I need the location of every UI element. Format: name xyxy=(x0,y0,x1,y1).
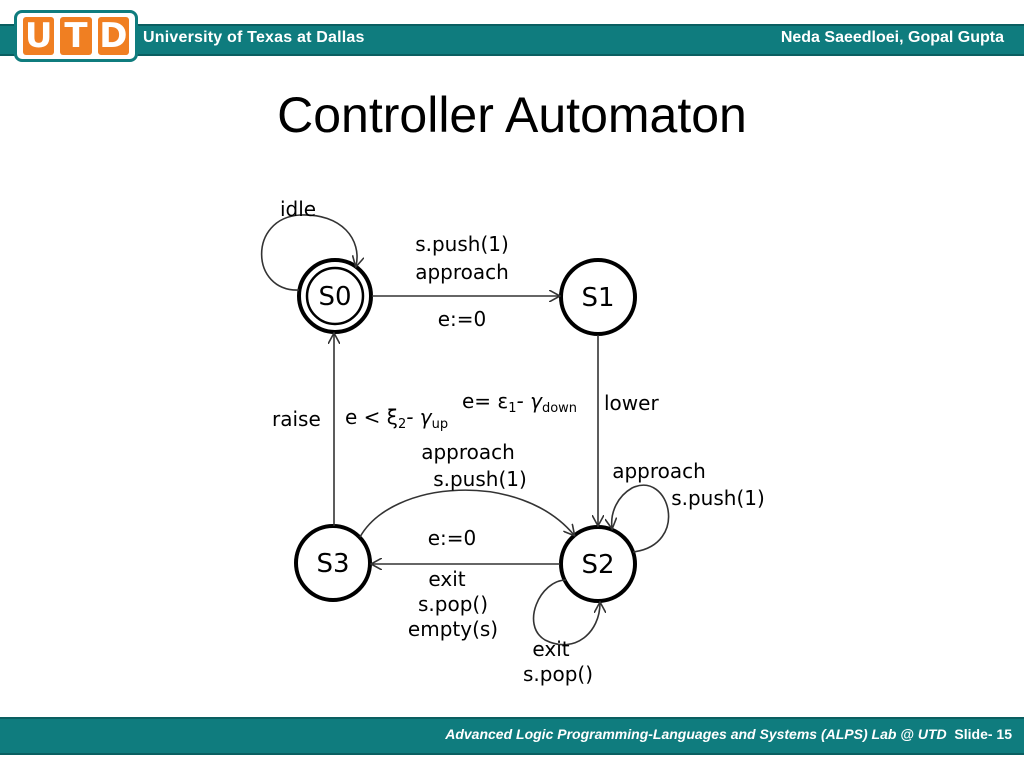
label-idle: idle xyxy=(280,197,316,221)
label-s2-loop-pop: s.pop() xyxy=(523,662,593,686)
label-s0-s1-reset: e:=0 xyxy=(438,307,487,331)
logo-letter-d: D xyxy=(97,16,129,56)
label-s1-s2-guard: e= ε1- γdown xyxy=(462,389,577,416)
label-s1-s2-action: lower xyxy=(604,391,659,415)
edge-s3-s2 xyxy=(359,489,574,538)
state-s3-label: S3 xyxy=(316,549,349,579)
logo-letter-t: T xyxy=(60,17,92,55)
edge-s2-self-loop-approach xyxy=(612,484,670,553)
state-s2-label: S2 xyxy=(581,550,614,580)
label-s2-s3-reset: e:=0 xyxy=(428,526,477,550)
utd-logo: U T D xyxy=(14,10,138,62)
footer-lab: Advanced Logic Programming-Languages and… xyxy=(445,726,947,742)
slide-number: Slide- 15 xyxy=(954,726,1012,742)
label-s2-s3-empty: empty(s) xyxy=(408,617,498,641)
slide-title: Controller Automaton xyxy=(277,87,747,143)
university-name: University of Texas at Dallas xyxy=(143,29,365,46)
label-s2-s3-exit: exit xyxy=(428,567,465,591)
label-s3-s2-approach: approach xyxy=(421,440,515,464)
logo-letter-u: U xyxy=(23,16,55,56)
label-s3-s0-action: raise xyxy=(272,407,321,431)
header-bar xyxy=(0,24,1024,56)
label-s3-s2-push: s.push(1) xyxy=(433,467,527,491)
label-s2-self-approach: approach xyxy=(612,459,706,483)
label-s2-self-push: s.push(1) xyxy=(671,486,765,510)
state-s0-label: S0 xyxy=(318,282,351,312)
authors: Neda Saeedloei, Gopal Gupta xyxy=(780,29,1004,46)
label-s2-s3-pop: s.pop() xyxy=(418,592,488,616)
label-s3-s0-guard: e < ξ2- γup xyxy=(345,405,448,432)
state-s3: S3 xyxy=(294,524,372,602)
state-s2: S2 xyxy=(559,525,637,603)
edge-s0-self-loop xyxy=(260,214,357,291)
footer-text: Advanced Logic Programming-Languages and… xyxy=(445,726,1012,742)
label-s0-s1-push: s.push(1) xyxy=(415,232,509,256)
edge-s2-self-loop-exit xyxy=(532,579,600,646)
state-s1-label: S1 xyxy=(581,283,614,313)
state-s0: S0 xyxy=(297,258,373,334)
footer-bar xyxy=(0,717,1024,755)
label-s2-loop-exit: exit xyxy=(532,637,569,661)
label-s0-s1-approach: approach xyxy=(415,260,509,284)
state-s1: S1 xyxy=(559,258,637,336)
